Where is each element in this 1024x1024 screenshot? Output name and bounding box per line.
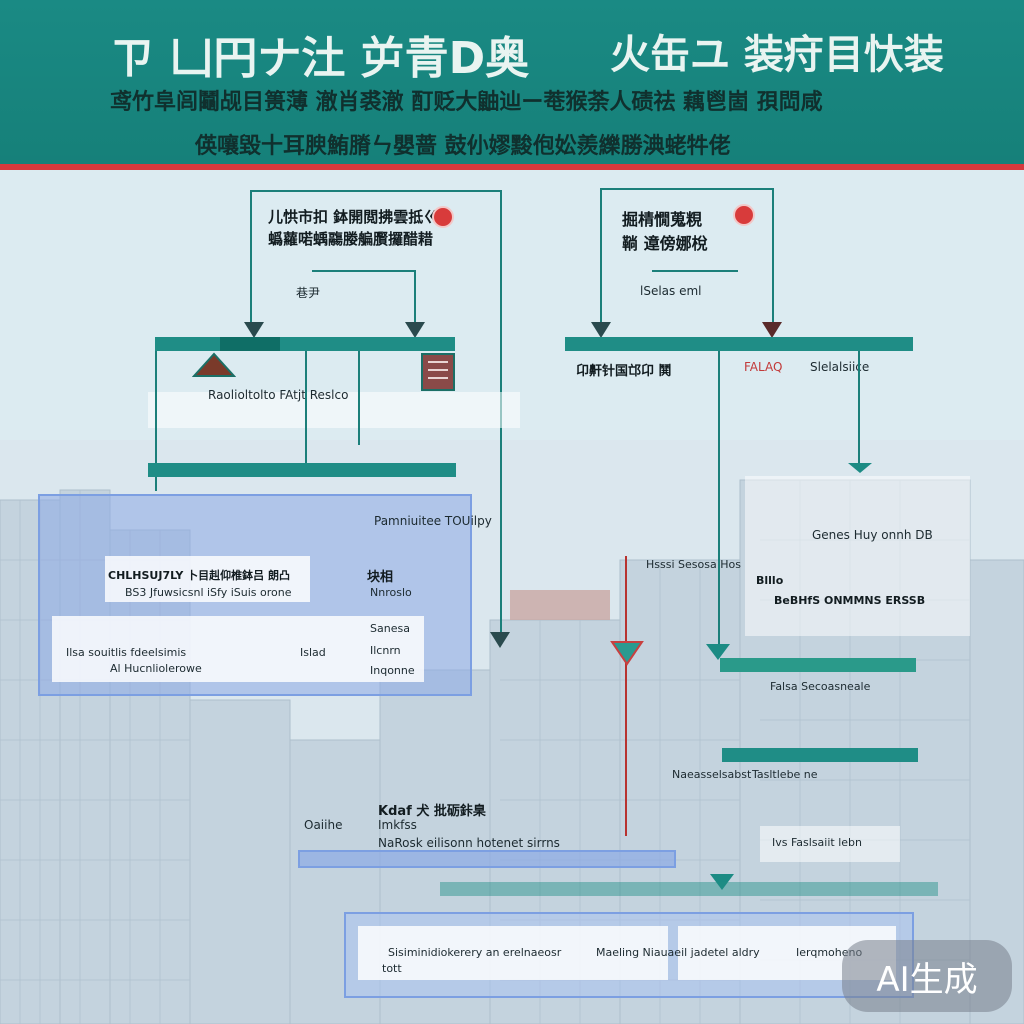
left-panel-text: Sanesa <box>370 622 410 635</box>
left-panel-text: Ilcnrn <box>370 644 401 657</box>
right-panel-label: Genes Huy onnh DB <box>812 528 933 542</box>
right-bar-label-right: Slelalsiice <box>810 360 870 374</box>
arrow-down-icon <box>706 644 730 660</box>
left-panel-text: BS3 Jfuwsicsnl iSfy iSuis orone <box>125 586 292 599</box>
bottom-panel-text: Sisiminidiokerery an erelnaeosr <box>388 946 562 959</box>
left-panel-text: 块相 <box>367 570 394 585</box>
right-sub-label: lSelas eml <box>640 284 702 298</box>
caption-strip <box>148 392 520 428</box>
bottom-bar <box>298 850 676 868</box>
left-panel-cell <box>52 616 424 682</box>
right-bar-label-mid: FALAQ <box>744 360 783 374</box>
left-panel-text: Nnroslo <box>370 586 412 599</box>
bottom-panel-text: Maeling Niauaeil jadetel aldry <box>596 946 760 959</box>
bottom-panel-text: tott <box>382 962 402 975</box>
left-panel-cell <box>105 556 310 602</box>
right-bar-label-left: 卬鼾针国邙卬 鬨 <box>576 364 672 379</box>
connector-line <box>155 351 157 491</box>
left-header-bar-accent <box>220 337 280 351</box>
right-row-label: Falsa Secoasneale <box>770 680 871 693</box>
marker-dot <box>432 206 454 228</box>
marker-dot <box>733 204 755 226</box>
right-panel <box>745 476 970 636</box>
ai-generated-badge: AI生成 <box>842 940 1012 1012</box>
right-row-label: Tasltlebe ne <box>752 768 818 781</box>
arrow-down-icon <box>490 632 510 648</box>
right-row-label: Naeasselsabst <box>672 768 752 781</box>
right-top-text-2: 鞝 遧傍娜梲 <box>622 234 708 253</box>
left-top-text-1: 儿㤨市扣 鉢開閲拂雲抵ㄍ <box>268 208 439 226</box>
left-panel-text: CHLHSUJ7LY 卜目赳仰椎鉢吕 朗凸 <box>108 569 291 582</box>
right-row-label: Blllo <box>756 574 784 587</box>
right-mid-bar <box>720 658 916 672</box>
funnel-icon <box>610 641 644 666</box>
right-row-label: Hsssi Sesosa Hos <box>646 558 741 571</box>
left-small-label: 巷尹 <box>296 286 321 300</box>
connector-line <box>772 188 774 328</box>
building-icon <box>421 353 455 391</box>
connector-line <box>625 556 627 836</box>
bottom-label: Kdaf 犬 批砺鉲臬 <box>378 804 486 819</box>
connector-line <box>358 351 360 445</box>
arrow-down-icon <box>405 322 425 338</box>
header-rule <box>0 164 1024 170</box>
left-panel-label: Pamniuitee TOUilpy <box>374 514 492 528</box>
left-panel-text: Islad <box>300 646 326 659</box>
left-panel-text: Inqonne <box>370 664 415 677</box>
right-row-label: Ivs Faslsaiit lebn <box>772 836 862 849</box>
arrow-down-icon <box>591 322 611 338</box>
left-panel-text: Ilsa souitlis fdeelsimis <box>66 646 187 659</box>
bottom-panel-cell <box>358 926 668 980</box>
left-panel-text: Al Hucnliolerowe <box>110 662 202 675</box>
connector-line <box>250 190 502 192</box>
connector-line <box>305 351 307 463</box>
bottom-label: Imkfss <box>378 818 417 832</box>
right-top-text-1: 掘棈憪蒐粯 <box>622 210 703 229</box>
connector-line <box>652 270 738 272</box>
header-title-left: ㄗ 凵円ナ汢 屰青D奥 <box>110 33 530 84</box>
right-row-label: BeBHfS ONMMNS ERSSB <box>774 594 926 607</box>
arrow-down-icon <box>762 322 782 338</box>
building-icon <box>192 352 236 377</box>
bottom-teal-bar <box>440 882 938 896</box>
arrow-down-icon <box>710 874 734 890</box>
header-banner <box>0 0 1024 166</box>
connector-line <box>250 190 252 330</box>
connector-line <box>600 188 602 328</box>
right-header-bar <box>565 337 913 351</box>
right-lower-bar <box>722 748 918 762</box>
left-caption: Raolioltolto FAtjt Reslco <box>208 388 349 402</box>
connector-line <box>600 188 774 190</box>
header-title-right: 火缶ユ 装疛目忕装 <box>610 32 944 78</box>
left-top-text-2: 蟡蘿喏蝺鬺媵艑臔攞醋耤 <box>268 230 434 248</box>
connector-line <box>858 351 860 463</box>
arrow-down-icon <box>244 322 264 338</box>
right-panel-cell <box>760 826 900 862</box>
connector-line <box>312 270 416 272</box>
header-subtitle-2: 偀嚷毀十耳腴鮪膌ㄣ嬰蔷 鼓仦嫪黢佨妐羨纅勝淟蛯牪佬 <box>195 134 731 159</box>
connector-line <box>718 351 720 651</box>
bottom-label: NaRosk eilisonn hotenet sirrns <box>378 836 560 850</box>
connector-line <box>414 270 416 330</box>
left-lower-bar <box>148 463 456 477</box>
header-subtitle-1: 鸢竹阜闾鬮觇目篑薄 澈肖裘澈 酊贬大鼬辿ー䓐猴荼人碛祛 藕鬯崮 孭閊咸 <box>110 90 823 115</box>
arrow-down-icon <box>848 463 872 473</box>
left-header-bar <box>155 337 455 351</box>
bottom-label-left: Oaiihe <box>304 818 343 832</box>
